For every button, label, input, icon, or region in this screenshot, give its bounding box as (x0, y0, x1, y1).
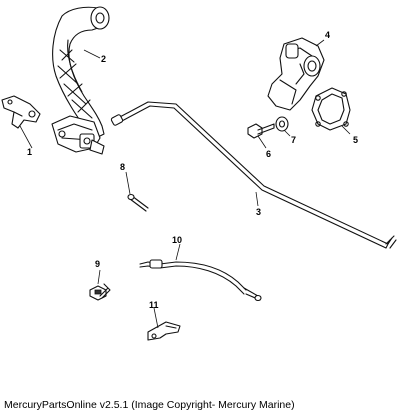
callout-7: 7 (291, 135, 296, 145)
callout-1: 1 (27, 147, 32, 157)
part-1-bracket[interactable] (1, 95, 41, 129)
part-7-washer[interactable] (275, 116, 289, 132)
part-9-screw[interactable] (89, 283, 111, 301)
copyright-caption: MercuryPartsOnline v2.5.1 (Image Copyrig… (4, 399, 295, 411)
part-5-gasket[interactable] (311, 87, 351, 131)
callout-3: 3 (256, 207, 261, 217)
callout-8: 8 (120, 162, 125, 172)
callout-11: 11 (149, 300, 159, 310)
part-4-throttle-bracket[interactable] (267, 37, 325, 111)
callout-9: 9 (95, 259, 100, 269)
callout-4: 4 (325, 30, 330, 40)
part-10-cable[interactable] (139, 259, 262, 302)
callout-2: 2 (101, 54, 106, 64)
part-2-throttle-arm[interactable] (51, 6, 110, 155)
callout-5: 5 (353, 135, 358, 145)
part-3-throttle-rod[interactable] (110, 101, 397, 249)
leader-lines (19, 39, 351, 329)
part-8-pin[interactable] (127, 193, 149, 212)
callout-10: 10 (172, 235, 182, 245)
part-6-bolt[interactable] (247, 123, 275, 139)
part-11-clip[interactable] (147, 321, 181, 341)
callout-6: 6 (266, 149, 271, 159)
